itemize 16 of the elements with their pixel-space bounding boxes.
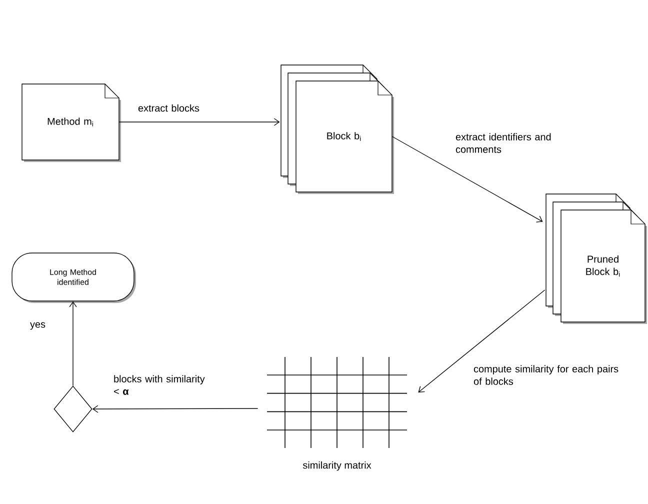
arrow — [418, 290, 546, 392]
matrix-grid — [266, 356, 408, 448]
edge-label: extract blocks — [138, 104, 200, 112]
edge-label: blocks with similarity < α — [114, 375, 205, 395]
edge-label: extract identifiers and comments — [456, 133, 551, 153]
document-stack: Pruned Block b$_{i}$ — [546, 194, 647, 324]
decision-diamond — [54, 386, 92, 432]
arrow — [392, 136, 543, 222]
document-stack: Block b$_{i}$ — [280, 64, 394, 194]
arrow — [92, 405, 258, 413]
edge-label: yes — [30, 322, 46, 330]
grid-caption: similarity matrix — [302, 461, 372, 471]
document-box: Method m$_{i}$ — [22, 84, 121, 162]
edge-label: compute similarity for each pairs of blocks — [474, 365, 618, 385]
arrow — [118, 118, 280, 126]
arrow — [69, 301, 77, 386]
